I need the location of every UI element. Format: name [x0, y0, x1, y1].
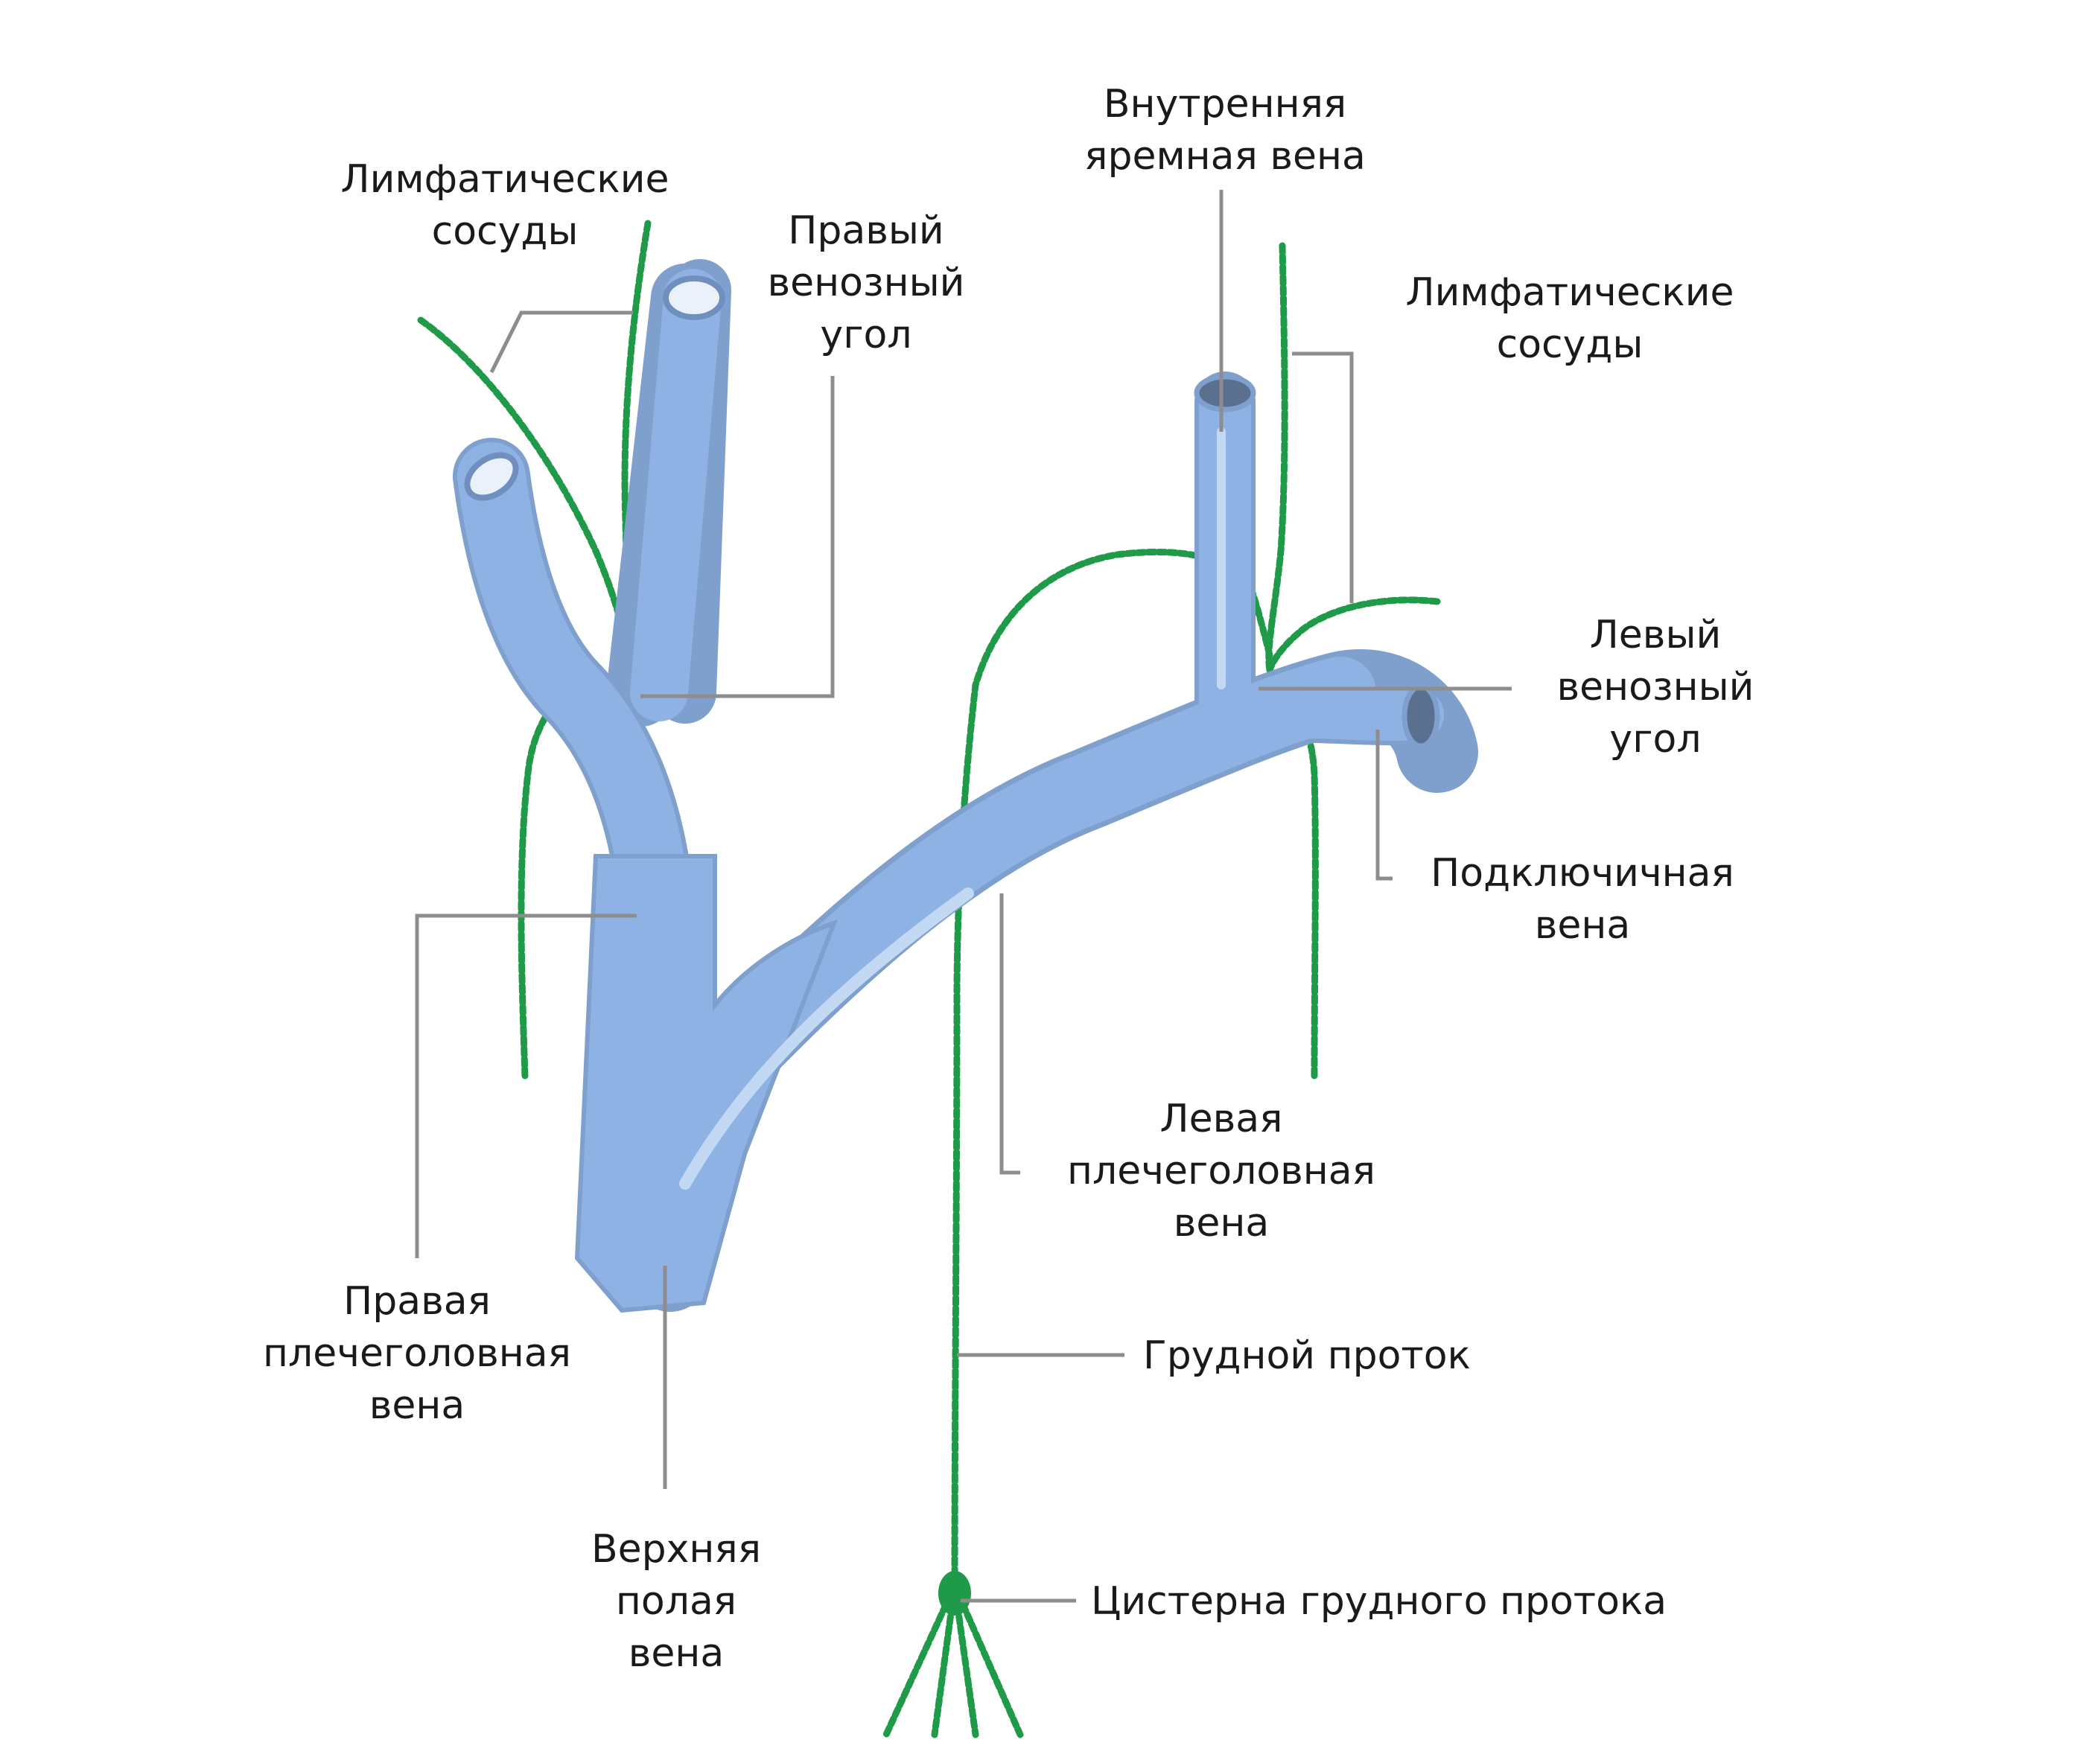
label-line: вена [369, 1383, 465, 1428]
label-line: вена [1174, 1201, 1270, 1246]
label-line: Правый [788, 208, 944, 253]
lymph-vessel-r1 [1265, 242, 1288, 674]
label-line: Верхняя [591, 1527, 761, 1572]
label-line: Подключичная [1431, 851, 1734, 896]
right-jugular-opening [663, 275, 725, 320]
leader-lines [415, 190, 1512, 1603]
label-line: вена [1535, 903, 1631, 948]
label-line: сосуды [1497, 322, 1644, 367]
label-right-brachiocephalic-vein: Правая плечеголовная вена [263, 1279, 571, 1428]
label-line: Внутренняя [1104, 82, 1346, 127]
thoracic-duct-line [951, 549, 1255, 1590]
label-line: Грудной проток [1143, 1333, 1471, 1378]
superior-vena-cava [574, 854, 839, 1313]
lymph-vessel-r2 [1266, 596, 1441, 674]
label-line: угол [1609, 717, 1701, 762]
leader-left-brachiocephalic [999, 893, 1020, 1175]
label-line: полая [616, 1579, 736, 1624]
leader-lymph-left [489, 310, 633, 374]
label-left-venous-angle: Левый венозный угол [1557, 613, 1754, 762]
internal-jugular-opening [1194, 374, 1256, 412]
label-lymph-vessels-right: Лимфатические сосуды [1405, 270, 1734, 367]
right-jugular-branch [630, 269, 722, 721]
label-line: плечеголовная [263, 1331, 571, 1376]
leader-right-brachiocephalic [415, 914, 637, 1258]
label-line: Левая [1160, 1097, 1283, 1141]
label-right-venous-angle: Правый венозный угол [768, 208, 965, 357]
leader-lymph-right [1292, 351, 1354, 603]
cisterna-node [938, 1571, 971, 1616]
label-line: угол [820, 313, 911, 357]
label-line: сосуды [432, 209, 579, 254]
label-line: Лимфатические [340, 157, 669, 202]
label-left-brachiocephalic-vein: Левая плечеголовная вена [1067, 1097, 1375, 1246]
label-line: Левый [1590, 613, 1722, 657]
cisterna-branch-4 [951, 1582, 1024, 1738]
leader-right-venous-angle [640, 376, 835, 698]
label-line: плечеголовная [1067, 1149, 1375, 1193]
label-line: Цистерна грудного протока [1091, 1579, 1667, 1624]
label-line: венозный [1557, 665, 1754, 710]
label-subclavian-vein: Подключичная вена [1431, 851, 1734, 948]
leader-subclavian [1375, 730, 1393, 881]
label-line: яремная вена [1084, 134, 1366, 179]
label-line: Правая [343, 1279, 491, 1324]
label-line: венозный [768, 261, 965, 305]
label-cisterna-chyli: Цистерна грудного протока [1091, 1579, 1667, 1624]
right-subclavian-opening [464, 452, 519, 501]
label-thoracic-duct: Грудной проток [1143, 1333, 1471, 1378]
label-lymph-vessels-left: Лимфатические сосуды [340, 157, 669, 254]
cisterna-branch-1 [882, 1582, 958, 1738]
label-line: Лимфатические [1405, 270, 1734, 315]
label-superior-vena-cava: Верхняя полая вена [591, 1527, 761, 1676]
veins [453, 259, 1478, 1313]
labels: Лимфатические сосуды Правый венозный угол В… [263, 82, 1754, 1676]
label-line: вена [629, 1631, 725, 1676]
subclavian-opening [1401, 683, 1440, 749]
label-internal-jugular-vein: Внутренняя яремная вена [1084, 82, 1366, 179]
lymphatic-vessels [417, 220, 1441, 1738]
